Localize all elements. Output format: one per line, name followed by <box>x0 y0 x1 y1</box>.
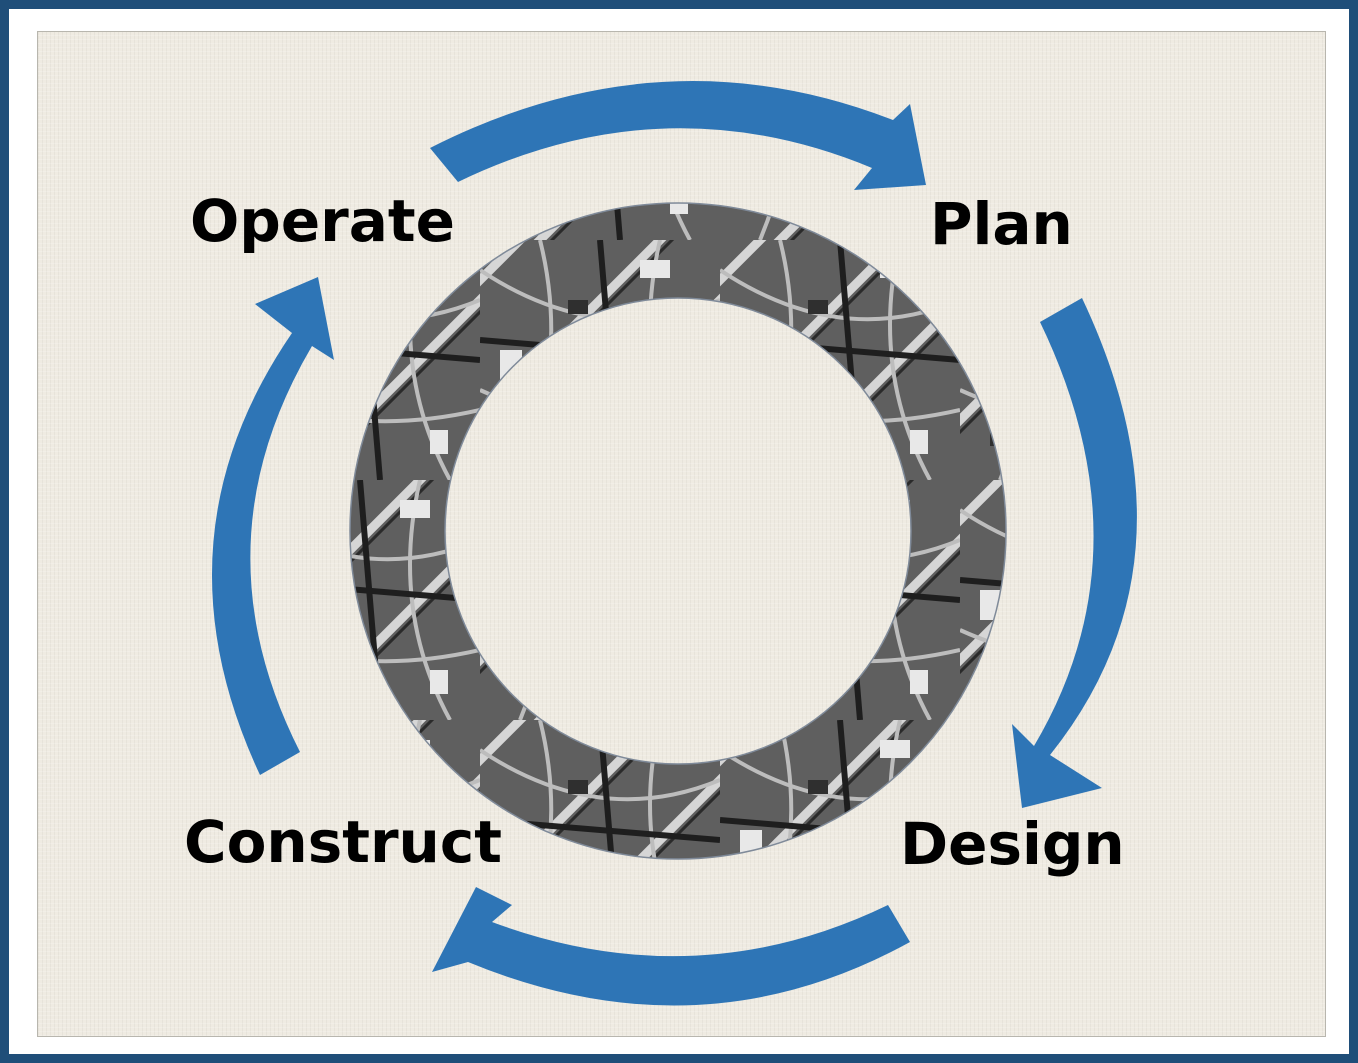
stage-label-operate: Operate <box>190 187 455 255</box>
stage-label-plan: Plan <box>930 190 1073 258</box>
arrow-construct-to-operate <box>211 277 334 775</box>
arrow-design-to-construct <box>432 887 910 1006</box>
arrow-operate-to-plan <box>430 81 926 190</box>
stage-label-construct: Construct <box>184 808 502 876</box>
arrow-plan-to-design <box>1012 298 1137 808</box>
center-image-ring <box>349 202 1007 860</box>
stage-label-design: Design <box>900 810 1125 878</box>
